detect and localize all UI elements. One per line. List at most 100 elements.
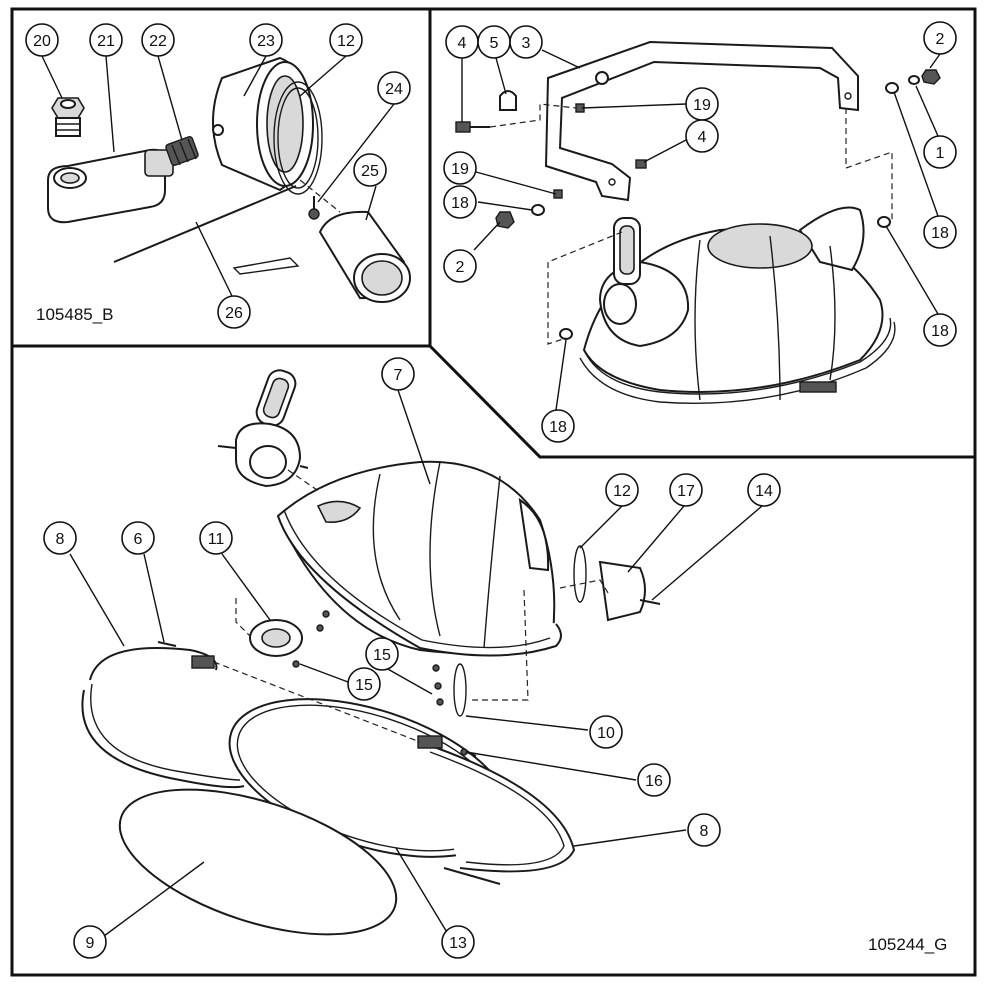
callout-15-left: 15	[347, 667, 381, 701]
assembly-line-main-5	[287, 469, 321, 493]
part-reflector-assembled	[579, 206, 896, 404]
callout-22: 22	[141, 23, 175, 57]
assembly-line-main-1	[235, 598, 251, 637]
svg-text:22: 22	[149, 33, 167, 50]
part-screw-4-top	[455, 121, 490, 133]
callout-2-lower: 2	[443, 249, 477, 283]
svg-text:2: 2	[936, 31, 945, 48]
callout-4-mid: 4	[685, 119, 719, 153]
callout-5: 5	[477, 25, 511, 59]
part-rim-8-left	[81, 641, 245, 789]
callout-18-bottom: 18	[541, 409, 575, 443]
svg-text:23: 23	[257, 33, 275, 50]
callout-17: 17	[669, 473, 703, 507]
part-washer-18-bottom	[559, 328, 573, 340]
callout-18-left: 18	[443, 185, 477, 219]
callout-11: 11	[199, 521, 233, 555]
svg-text:12: 12	[337, 33, 355, 50]
svg-text:2: 2	[456, 259, 465, 276]
part-washer-18-lower-right	[877, 216, 891, 228]
part-gasket-12-main	[573, 545, 587, 603]
callouts: 20 21 22 23 12 24 25 26 4 5 3 2 19 1 4 1…	[25, 21, 957, 959]
svg-text:12: 12	[613, 483, 631, 500]
svg-text:6: 6	[134, 531, 143, 548]
part-screw-4-mid	[635, 159, 647, 169]
callout-13: 13	[441, 925, 475, 959]
svg-text:3: 3	[522, 35, 531, 52]
svg-text:18: 18	[451, 195, 469, 212]
part-threaded-nipple-22	[165, 136, 199, 166]
svg-text:18: 18	[931, 323, 949, 340]
callout-1: 1	[923, 135, 957, 169]
assembly-line-bracket-2	[845, 108, 893, 222]
callout-19-lower: 19	[443, 151, 477, 185]
callout-8-right: 8	[687, 813, 721, 847]
svg-text:5: 5	[490, 35, 499, 52]
part-nipple-20	[51, 97, 85, 137]
callout-25: 25	[353, 153, 387, 187]
part-screw-24	[308, 196, 320, 220]
part-gasket-12-detail-inner	[277, 87, 319, 189]
callout-18-right-upper: 18	[923, 215, 957, 249]
svg-text:21: 21	[97, 33, 115, 50]
part-gasket-10	[453, 663, 467, 717]
part-nut-2-right	[921, 69, 941, 85]
svg-text:4: 4	[458, 35, 467, 52]
svg-text:8: 8	[700, 823, 709, 840]
drawing-number-main: 105244_G	[868, 935, 947, 954]
part-housing-hub-23	[212, 56, 314, 192]
svg-text:1: 1	[936, 145, 945, 162]
svg-text:7: 7	[394, 367, 403, 384]
part-nut-2-left	[495, 211, 515, 229]
callout-23: 23	[249, 23, 283, 57]
svg-text:15: 15	[355, 677, 373, 694]
callout-20: 20	[25, 23, 59, 57]
callout-6: 6	[121, 521, 155, 555]
drawing-number-detail: 105485_B	[36, 305, 114, 324]
callout-10: 10	[589, 715, 623, 749]
part-rim-8-right	[417, 735, 576, 885]
part-lens-9	[118, 788, 398, 936]
callout-9: 9	[73, 925, 107, 959]
callout-21: 21	[89, 23, 123, 57]
part-washer-18-left	[531, 204, 545, 216]
callout-14: 14	[747, 473, 781, 507]
callout-3: 3	[509, 25, 543, 59]
callout-4-top: 4	[445, 25, 479, 59]
svg-text:19: 19	[693, 97, 711, 114]
assembly-line-main-4	[559, 579, 611, 597]
callout-12-detail: 12	[329, 23, 363, 57]
svg-text:17: 17	[677, 483, 695, 500]
part-washer-18-right	[885, 82, 899, 94]
svg-text:13: 13	[449, 935, 467, 952]
assembly-line-main-3	[470, 589, 529, 701]
svg-text:14: 14	[755, 483, 773, 500]
svg-text:18: 18	[549, 419, 567, 436]
callout-24: 24	[377, 71, 411, 105]
assembly-line-bracket-1	[489, 103, 577, 128]
svg-text:4: 4	[698, 129, 707, 146]
svg-text:9: 9	[86, 935, 95, 952]
part-sleeve-25	[232, 210, 411, 303]
callout-16: 16	[637, 763, 671, 797]
callout-2-top: 2	[923, 21, 957, 55]
callout-19-upper: 19	[685, 87, 719, 121]
svg-text:18: 18	[931, 225, 949, 242]
svg-text:11: 11	[208, 531, 225, 548]
svg-text:25: 25	[361, 163, 379, 180]
svg-text:16: 16	[645, 773, 663, 790]
svg-text:15: 15	[373, 647, 391, 664]
svg-text:26: 26	[225, 305, 243, 322]
svg-text:10: 10	[597, 725, 615, 742]
callout-26: 26	[217, 295, 251, 329]
callout-8-left: 8	[43, 521, 77, 555]
svg-text:8: 8	[56, 531, 65, 548]
leader-lines	[41, 49, 941, 937]
part-wire-26	[113, 185, 297, 263]
detail-mounting-bracket	[455, 40, 941, 404]
assembly-line-detail	[299, 179, 341, 213]
assembly-line-bracket-3	[547, 231, 623, 345]
part-screws-15	[292, 610, 444, 706]
callout-12-main: 12	[605, 473, 639, 507]
svg-text:20: 20	[33, 33, 51, 50]
